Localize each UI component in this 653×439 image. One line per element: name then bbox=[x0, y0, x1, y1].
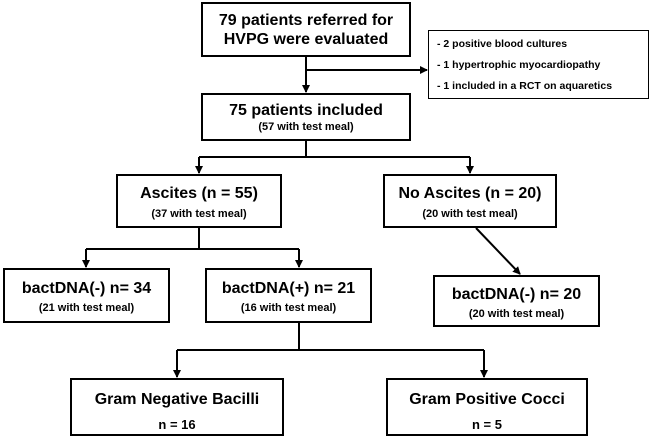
gram-positive-cocci-label: Gram Positive Cocci bbox=[409, 391, 565, 408]
gram-negative-bacilli-label: Gram Negative Bacilli bbox=[94, 391, 260, 408]
excluded-item: - 1 included in a RCT on aquaretics bbox=[437, 80, 613, 92]
arrow-to-bact-neg-no-ascites bbox=[475, 227, 521, 275]
included-test-meal: (57 with test meal) bbox=[258, 121, 354, 133]
no-ascites-count: No Ascites (n = 20) bbox=[398, 185, 542, 202]
gram-positive-cocci-box: Gram Positive Cocci n = 5 bbox=[386, 378, 588, 436]
gram-negative-bacilli-box: Gram Negative Bacilli n = 16 bbox=[70, 378, 284, 436]
gram-negative-bacilli-count: n = 16 bbox=[158, 417, 196, 432]
no-ascites-box: No Ascites (n = 20) (20 with test meal) bbox=[383, 174, 557, 228]
referred-patients-box: 79 patients referred for HVPG were evalu… bbox=[201, 2, 411, 57]
excluded-item: - 1 hypertrophic myocardiopathy bbox=[437, 59, 601, 71]
ascites-test-meal: (37 with test meal) bbox=[151, 208, 247, 220]
referred-line-1: 79 patients referred for bbox=[218, 12, 394, 29]
included-patients-box: 75 patients included (57 with test meal) bbox=[201, 93, 411, 141]
bact-dna-negative-no-ascites-count: bactDNA(-) n= 20 bbox=[451, 286, 582, 303]
excluded-patients-box: - 2 positive blood cultures - 1 hypertro… bbox=[428, 30, 649, 99]
bact-dna-positive-ascites-box: bactDNA(+) n= 21 (16 with test meal) bbox=[205, 268, 372, 323]
bact-dna-negative-no-ascites-test-meal: (20 with test meal) bbox=[468, 308, 565, 320]
bact-dna-negative-ascites-test-meal: (21 with test meal) bbox=[38, 302, 135, 314]
bact-dna-negative-no-ascites-box: bactDNA(-) n= 20 (20 with test meal) bbox=[433, 275, 600, 327]
gram-positive-cocci-count: n = 5 bbox=[472, 417, 502, 432]
included-count: 75 patients included bbox=[229, 102, 383, 119]
excluded-item: - 2 positive blood cultures bbox=[437, 38, 568, 50]
bact-dna-negative-ascites-count: bactDNA(-) n= 34 bbox=[21, 280, 152, 297]
bact-dna-positive-ascites-test-meal: (16 with test meal) bbox=[240, 302, 337, 314]
bact-dna-negative-ascites-box: bactDNA(-) n= 34 (21 with test meal) bbox=[3, 268, 170, 323]
ascites-count: Ascites (n = 55) bbox=[140, 185, 258, 202]
no-ascites-test-meal: (20 with test meal) bbox=[422, 208, 518, 220]
bact-dna-positive-ascites-count: bactDNA(+) n= 21 bbox=[221, 280, 356, 297]
ascites-box: Ascites (n = 55) (37 with test meal) bbox=[116, 174, 282, 228]
referred-line-2: HVPG were evaluated bbox=[223, 31, 389, 48]
